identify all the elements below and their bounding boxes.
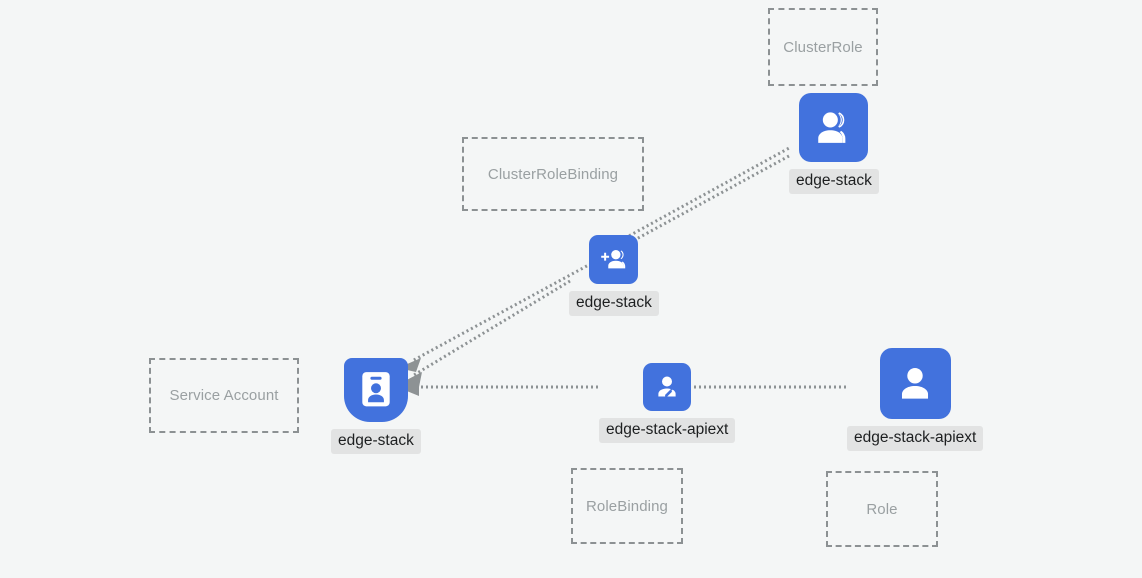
edge-rolebinding-to-serviceaccount — [397, 378, 598, 396]
node-role-edge-stack-apiext[interactable]: edge-stack-apiext — [847, 348, 984, 451]
id-badge-icon[interactable] — [343, 358, 408, 422]
kind-box-label: RoleBinding — [586, 497, 668, 515]
kind-box-serviceaccount: Service Account — [149, 358, 299, 433]
person-edit-icon[interactable] — [643, 363, 692, 411]
person-icon[interactable] — [879, 348, 951, 419]
node-label: edge-stack-apiext — [599, 418, 736, 443]
kind-box-label: ClusterRoleBinding — [487, 165, 619, 183]
node-label: edge-stack — [331, 429, 421, 454]
group-users-icon[interactable] — [799, 93, 869, 162]
kind-box-label: ClusterRole — [783, 38, 863, 56]
kind-box-label: Role — [866, 500, 898, 518]
group-add-icon[interactable] — [589, 235, 639, 284]
node-label: edge-stack-apiext — [847, 426, 984, 451]
node-clusterrolebinding-edge-stack[interactable]: edge-stack — [569, 235, 659, 316]
edge-clusterrolebinding-to-serviceaccount — [399, 279, 571, 387]
node-serviceaccount-edge-stack[interactable]: edge-stack — [331, 358, 421, 454]
node-label: edge-stack — [789, 169, 879, 194]
node-label: edge-stack — [569, 291, 659, 316]
kind-box-rolebinding: RoleBinding — [571, 468, 683, 544]
node-clusterrole-edge-stack[interactable]: edge-stack — [789, 93, 879, 194]
kind-box-role: Role — [826, 471, 938, 547]
kind-box-label: Service Account — [169, 387, 279, 404]
kind-box-clusterrolebinding: ClusterRoleBinding — [462, 137, 644, 211]
node-rolebinding-edge-stack-apiext[interactable]: edge-stack-apiext — [599, 363, 736, 443]
kind-box-clusterrole: ClusterRole — [768, 8, 878, 86]
